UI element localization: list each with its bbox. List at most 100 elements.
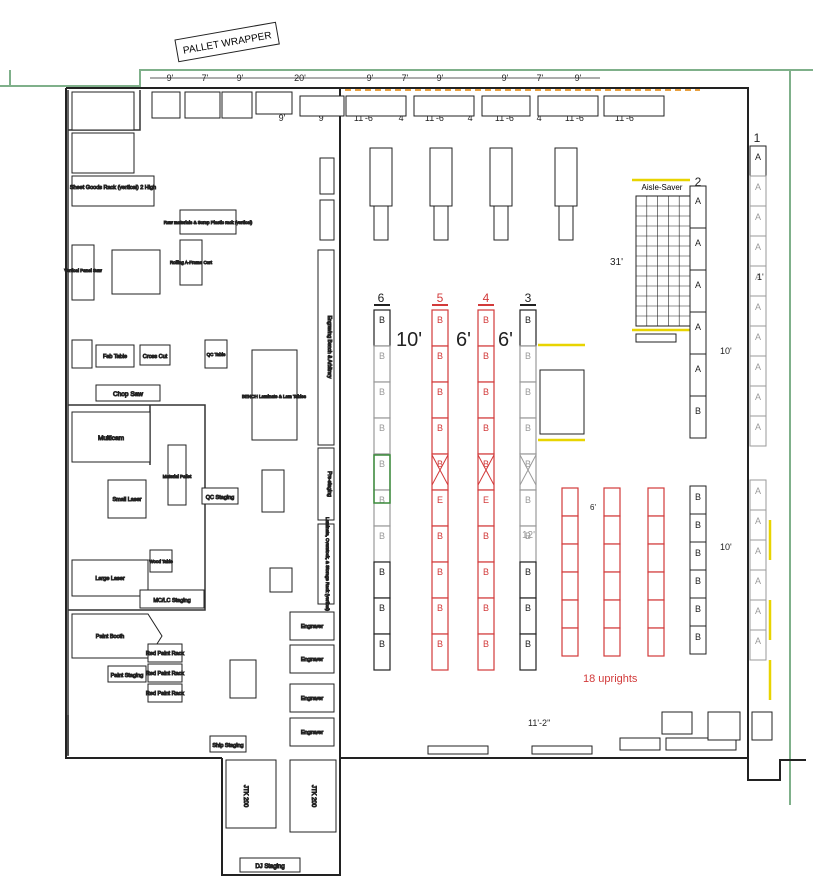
rack-3-bay-label-6: B: [525, 531, 531, 541]
svg-text:Wood Table: Wood Table: [149, 559, 173, 564]
rack-3-bay-label-8: B: [525, 603, 531, 613]
red-rack-0-bay-3: [561, 571, 579, 601]
rack-0-bay-label-8: B: [379, 603, 385, 613]
small-laser: [107, 479, 147, 519]
rack-0-bay-label-6: B: [379, 531, 385, 541]
second-dim-0: 9': [279, 113, 286, 123]
rack-3-bay-label-1: B: [525, 351, 531, 361]
cross-cut: [139, 344, 171, 366]
red-rack-1-bay-5: [603, 627, 621, 657]
trailer-2: [489, 147, 513, 207]
right-1-label: 1': [757, 272, 764, 282]
second-dim-4: 11'-6": [425, 113, 447, 123]
red-rack-2-bay-0: [647, 487, 665, 517]
svg-text:Rolling A-Frame Cart: Rolling A-Frame Cart: [170, 260, 213, 265]
rack-2-bay-label-4: A: [695, 364, 701, 374]
rack-lower-bay-5: [689, 625, 707, 655]
rack-2-bay-label-7: B: [483, 567, 489, 577]
rack-1-bay-label-2: B: [437, 387, 443, 397]
red-rack-1-bay-1: [603, 515, 621, 545]
engraver-station-3: [289, 717, 335, 747]
svg-text:Raw materials & Scrap Plastic: Raw materials & Scrap Plastic rack (vert…: [164, 220, 253, 225]
rack-3-bay-label-0: B: [525, 315, 531, 325]
rack-3-bay-label-5: B: [525, 495, 531, 505]
rack-3-bay-label-9: B: [525, 639, 531, 649]
trailer-cab-0: [373, 205, 389, 241]
rack-3-bay-label-7: B: [525, 567, 531, 577]
second-dim-3: 4': [399, 113, 406, 123]
rack-right-lower-label-2: A: [755, 546, 761, 556]
red-rack-0-bay-4: [561, 599, 579, 629]
aisle-saver-body: [635, 195, 691, 327]
svg-text:Chop Saw: Chop Saw: [113, 391, 143, 398]
rack-0-bay-label-2: B: [379, 387, 385, 397]
bottom-rooms: JTK 200 JTK 200 DJ Staging: [225, 759, 337, 873]
svg-text:DJ Staging: DJ Staging: [255, 864, 284, 870]
vertical-panel-saw: [71, 244, 95, 301]
engraving-bench: [317, 249, 335, 446]
second-dim-6: 11'-6": [495, 113, 517, 123]
svg-text:Material Pallet: Material Pallet: [163, 474, 192, 479]
dock-box-0: [151, 91, 181, 119]
bottom-fixtures: [427, 711, 773, 755]
dock-box-6: [413, 95, 475, 117]
rack-numbers: 6 5 4 3 2 1: [378, 131, 761, 305]
rack-0-bay-label-5: B: [379, 495, 385, 505]
engraver-label-2: Engraver: [301, 696, 323, 702]
second-dim-8: 11'-6": [565, 113, 587, 123]
trailer-cab-1: [433, 205, 449, 241]
rack-5-number: 5: [437, 291, 444, 305]
svg-text:QC Staging: QC Staging: [206, 495, 234, 501]
rack-1-bay-label-6: B: [437, 531, 443, 541]
svg-text:Ship Staging: Ship Staging: [212, 743, 243, 749]
rack-2-bay-label-0: A: [695, 196, 701, 206]
aisle-saver-base: [635, 333, 677, 343]
aisle-6a-label: 6': [456, 329, 471, 351]
red-rack-0-bay-5: [561, 627, 579, 657]
svg-text:Red Paint Rack: Red Paint Rack: [146, 671, 184, 677]
engraver-station-1: [289, 644, 335, 674]
rack-2-bay-label-3: A: [695, 322, 701, 332]
mcc-staging: [139, 589, 205, 609]
chop-saw: [95, 384, 161, 402]
rack-0-bay-label-1: B: [379, 351, 385, 361]
mid-12-label: 12': [522, 530, 535, 541]
rack-0-bay-label-9: B: [379, 639, 385, 649]
pallet-wrapper: PALLET WRAPPER: [174, 21, 280, 63]
rack-2-bay-0: [689, 185, 707, 229]
rack-lower-bay-label-5: B: [695, 632, 701, 642]
rack-3-bay-label-2: B: [525, 387, 531, 397]
svg-text:Laminate, Overstock, & Storage: Laminate, Overstock, & Storage Rack (ver…: [325, 517, 330, 611]
rack-right-lower-label-5: A: [755, 636, 761, 646]
aisle-10-label: 10': [396, 329, 422, 351]
engraver-station-0: [289, 611, 335, 641]
red-rack-1-bay-0: [603, 487, 621, 517]
building-outline: [65, 87, 806, 876]
red-paint-rack-2: [147, 663, 183, 683]
svg-text:MC/LC Staging: MC/LC Staging: [153, 598, 190, 604]
rack-2-bay-label-8: B: [483, 603, 489, 613]
svg-text:Multicam: Multicam: [98, 435, 124, 442]
rack-6-number: 6: [378, 291, 385, 305]
staging-area: [539, 369, 585, 435]
small-6-label: 6': [590, 503, 596, 512]
rack-2-bay-label-5: E: [483, 495, 489, 505]
red-rack-1-bay-2: [603, 543, 621, 573]
rack-cross-b-2: [519, 454, 537, 486]
right-10a-label: 10': [720, 346, 732, 356]
svg-text:Red Paint Rack: Red Paint Rack: [146, 651, 184, 657]
rack-3-bay-9: [519, 633, 537, 671]
trailer-0: [369, 147, 393, 207]
aisle-6b-label: 6': [498, 329, 513, 351]
trailer-cab-3: [558, 205, 574, 241]
red-upright-racks: [561, 487, 665, 657]
dock-box-4: [299, 95, 345, 117]
rack-1-bay-label-5: E: [437, 495, 443, 505]
red-rack-0-bay-1: [561, 515, 579, 545]
qc-table: [204, 339, 228, 369]
svg-text:Cross Cut: Cross Cut: [143, 354, 168, 360]
trailer-positions: [369, 147, 578, 241]
rack-cross-b-1: [477, 454, 495, 486]
